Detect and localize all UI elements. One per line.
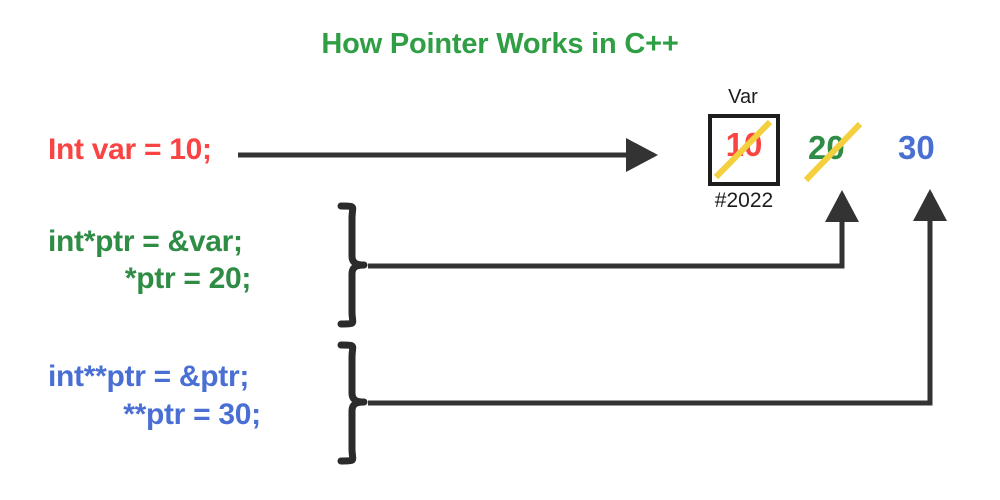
statement-variable-declaration: Int var = 10; — [48, 133, 212, 166]
memory-cell-address: #2022 — [714, 189, 774, 212]
statement-pointer-declaration: int*ptr = &var; — [48, 225, 243, 258]
memory-cell-initial-value: 10 — [725, 126, 763, 163]
statement-double-pointer-declaration: int**ptr = &ptr; — [48, 360, 250, 393]
arrow-double-pointer-to-value-30 — [368, 188, 947, 406]
memory-cell-label: Var — [728, 86, 758, 108]
brace-pointer-block — [337, 202, 368, 328]
statement-pointer-assignment: *ptr = 20; — [124, 262, 252, 295]
page-title: How Pointer Works in C++ — [321, 28, 679, 60]
statement-double-pointer-assignment: **ptr = 30; — [123, 398, 261, 431]
updated-value-via-pointer: 20 — [808, 129, 845, 166]
brace-double-pointer-block — [337, 341, 368, 465]
updated-value-via-double-pointer: 30 — [898, 129, 935, 166]
